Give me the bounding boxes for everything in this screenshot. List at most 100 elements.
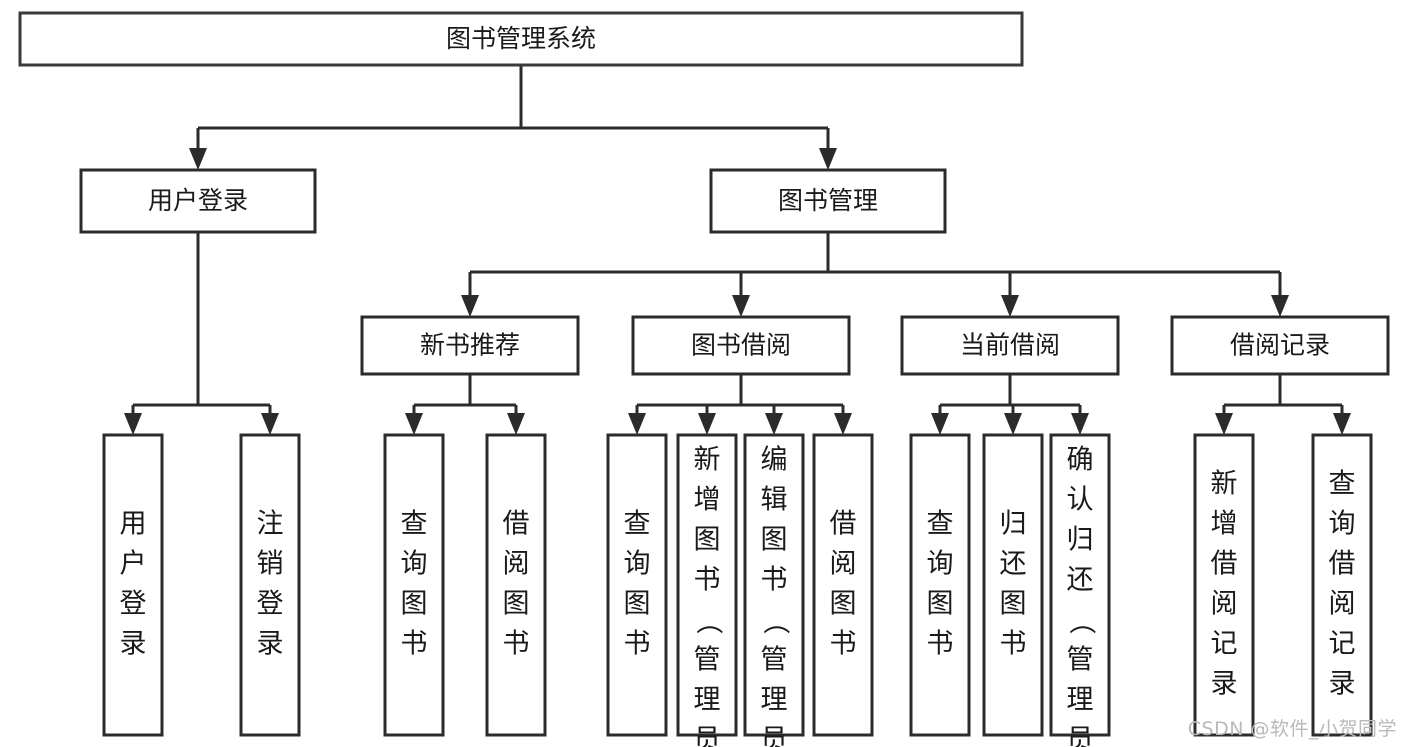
leaf-box[interactable]	[383, 433, 445, 737]
leaf-box[interactable]	[812, 433, 874, 737]
root-label: 图书管理系统	[446, 24, 596, 53]
level2-label: 新书推荐	[420, 331, 520, 360]
leaf-label-char: 书	[503, 629, 530, 660]
arrow-head-icon	[765, 413, 783, 435]
arrow-head-icon	[834, 413, 852, 435]
leaf-label-char: （	[760, 608, 791, 635]
level2-box[interactable]	[1170, 315, 1390, 376]
node-level1-1[interactable]: 图书管理	[709, 168, 947, 234]
node-leaf-0[interactable]: 用户登录	[102, 433, 164, 737]
level2-box[interactable]	[360, 315, 580, 376]
leaf-label-char: 借	[1211, 549, 1238, 580]
leaf-label-char: 录	[120, 629, 147, 660]
leaf-box[interactable]	[676, 433, 738, 737]
leaf-label-char: 图	[1000, 589, 1027, 620]
arrow-head-icon	[1271, 295, 1289, 317]
leaf-label-char: 询	[401, 549, 428, 580]
leaf-label-char: 辑	[761, 485, 788, 516]
leaf-label-char: 查	[401, 509, 428, 540]
leaf-label-char: 图	[401, 589, 428, 620]
leaf-label-char: 归	[1067, 525, 1094, 556]
arrow-layer	[124, 148, 1351, 435]
leaf-label-char: 图	[761, 525, 788, 556]
node-level1-0[interactable]: 用户登录	[79, 168, 317, 234]
level1-layer: 用户登录 图书管理	[79, 168, 947, 234]
leaf-layer: 用户登录注销登录查询图书借阅图书查询图书新增图书（管理员）编辑图书（管理员）借阅…	[102, 433, 1373, 747]
leaf-label-char: 新	[694, 445, 721, 476]
leaf-label-char: 询	[1329, 509, 1356, 540]
leaf-label-char: 记	[1329, 629, 1356, 660]
leaf-label-char: 阅	[1329, 589, 1356, 620]
leaf-box[interactable]	[239, 433, 301, 737]
level2-box[interactable]	[900, 315, 1120, 376]
level1-box[interactable]	[709, 168, 947, 234]
leaf-box[interactable]	[102, 433, 164, 737]
leaf-label-char: 阅	[830, 549, 857, 580]
leaf-label-char: 理	[1067, 685, 1094, 716]
leaf-label-char: 记	[1211, 629, 1238, 660]
level1-box[interactable]	[79, 168, 317, 234]
leaf-label-char: （	[1066, 608, 1097, 635]
leaf-label-char: 员	[761, 725, 788, 747]
leaf-label-char: 管	[694, 645, 721, 676]
level2-label: 借阅记录	[1230, 331, 1330, 360]
leaf-label-char: 借	[503, 509, 530, 540]
arrow-head-icon	[405, 413, 423, 435]
level2-label: 当前借阅	[960, 331, 1060, 360]
leaf-label-char: 还	[1067, 565, 1094, 596]
level1-label: 图书管理	[778, 186, 878, 215]
leaf-box[interactable]	[743, 433, 805, 737]
leaf-label-char: 书	[694, 565, 721, 596]
level2-label: 图书借阅	[691, 331, 791, 360]
leaf-label-char: 书	[624, 629, 651, 660]
leaf-label-char: 管	[1067, 645, 1094, 676]
leaf-label-char: 借	[830, 509, 857, 540]
leaf-label-char: 登	[257, 589, 284, 620]
arrow-head-icon	[698, 413, 716, 435]
leaf-label-char: 询	[624, 549, 651, 580]
leaf-label-char: 员	[694, 725, 721, 747]
leaf-label-char: 录	[1329, 669, 1356, 700]
arrow-head-icon	[628, 413, 646, 435]
node-level2-1[interactable]: 图书借阅	[631, 315, 851, 376]
leaf-label-char: 图	[624, 589, 651, 620]
leaf-label-char: 查	[927, 509, 954, 540]
leaf-label-char: 书	[1000, 629, 1027, 660]
node-root[interactable]: 图书管理系统	[18, 11, 1024, 67]
leaf-label-char: 还	[1000, 549, 1027, 580]
leaf-label-char: 员	[1067, 725, 1094, 747]
leaf-box[interactable]	[485, 433, 547, 737]
leaf-box[interactable]	[982, 433, 1044, 737]
leaf-label-char: 阅	[1211, 589, 1238, 620]
leaf-label-char: 阅	[503, 549, 530, 580]
leaf-label-char: 新	[1211, 469, 1238, 500]
level2-box[interactable]	[631, 315, 851, 376]
node-level2-0[interactable]: 新书推荐	[360, 315, 580, 376]
arrow-head-icon	[1071, 413, 1089, 435]
leaf-label-char: 认	[1067, 485, 1094, 516]
leaf-box[interactable]	[1193, 433, 1255, 737]
leaf-label-char: 注	[257, 509, 284, 540]
leaf-box[interactable]	[606, 433, 668, 737]
leaf-box[interactable]	[1049, 433, 1111, 737]
leaf-box[interactable]	[1311, 433, 1373, 737]
leaf-label-char: 归	[1000, 509, 1027, 540]
node-level2-2[interactable]: 当前借阅	[900, 315, 1120, 376]
root-box[interactable]	[18, 11, 1024, 67]
leaf-box[interactable]	[909, 433, 971, 737]
node-level2-3[interactable]: 借阅记录	[1170, 315, 1390, 376]
